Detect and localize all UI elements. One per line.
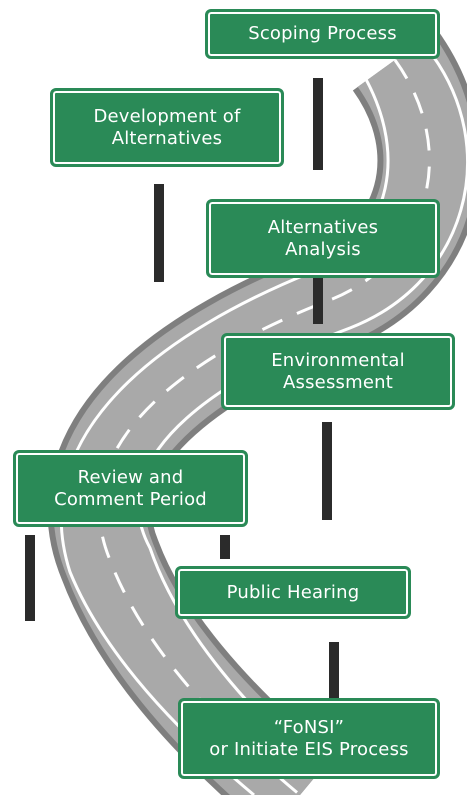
road-edge-line-right — [136, 55, 467, 795]
sign-public-hearing: Public Hearing — [175, 566, 411, 619]
sign-alternatives-analysis: Alternatives Analysis — [206, 199, 440, 278]
road-center-line — [98, 59, 431, 795]
sign-development-of-alternatives: Development of Alternatives — [50, 88, 284, 167]
sign-label: Alternatives Analysis — [267, 216, 379, 260]
sign-label: Public Hearing — [226, 581, 360, 603]
sign-label: Development of Alternatives — [93, 105, 241, 149]
sign-post-hearing — [329, 642, 339, 698]
sign-post-scoping — [313, 78, 323, 170]
sign-review-and-comment-period: Review and Comment Period — [13, 450, 248, 527]
sign-post-analysis — [313, 276, 323, 324]
sign-label: Scoping Process — [248, 23, 397, 44]
sign-fonsi-or-initiate-eis: “FoNSI” or Initiate EIS Process — [178, 698, 440, 779]
sign-label: “FoNSI” or Initiate EIS Process — [209, 716, 409, 760]
sign-post-review-right — [220, 535, 230, 559]
sign-scoping-process: Scoping Process — [205, 9, 440, 59]
sign-label: Review and Comment Period — [54, 466, 207, 510]
sign-environmental-assessment: Environmental Assessment — [221, 333, 455, 410]
sign-post-review-left — [25, 535, 35, 621]
sign-post-development-left — [154, 184, 164, 282]
sign-label: Environmental Assessment — [271, 349, 405, 393]
sign-post-assessment — [322, 422, 332, 520]
